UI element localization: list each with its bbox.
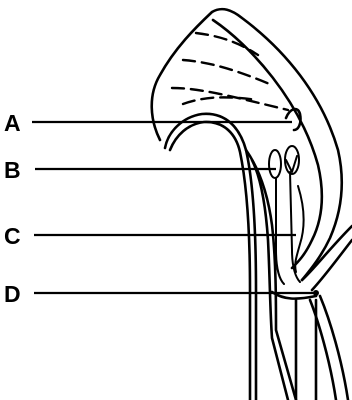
stem-left-outer bbox=[246, 150, 296, 400]
right-branch bbox=[310, 300, 336, 400]
stamen-tube-left bbox=[276, 178, 284, 284]
anther-left bbox=[269, 150, 281, 178]
stem-left-inner bbox=[252, 160, 288, 400]
curled-tube-inner bbox=[170, 122, 250, 400]
stigma-tip bbox=[286, 109, 301, 130]
label-a: A bbox=[4, 110, 21, 136]
label-d: D bbox=[4, 281, 21, 307]
hood-dashed-line-3 bbox=[172, 88, 288, 110]
curled-tube-outer bbox=[165, 114, 256, 400]
label-b: B bbox=[4, 157, 21, 183]
hood-dashed-line-2 bbox=[183, 60, 272, 85]
label-c: C bbox=[4, 223, 21, 249]
